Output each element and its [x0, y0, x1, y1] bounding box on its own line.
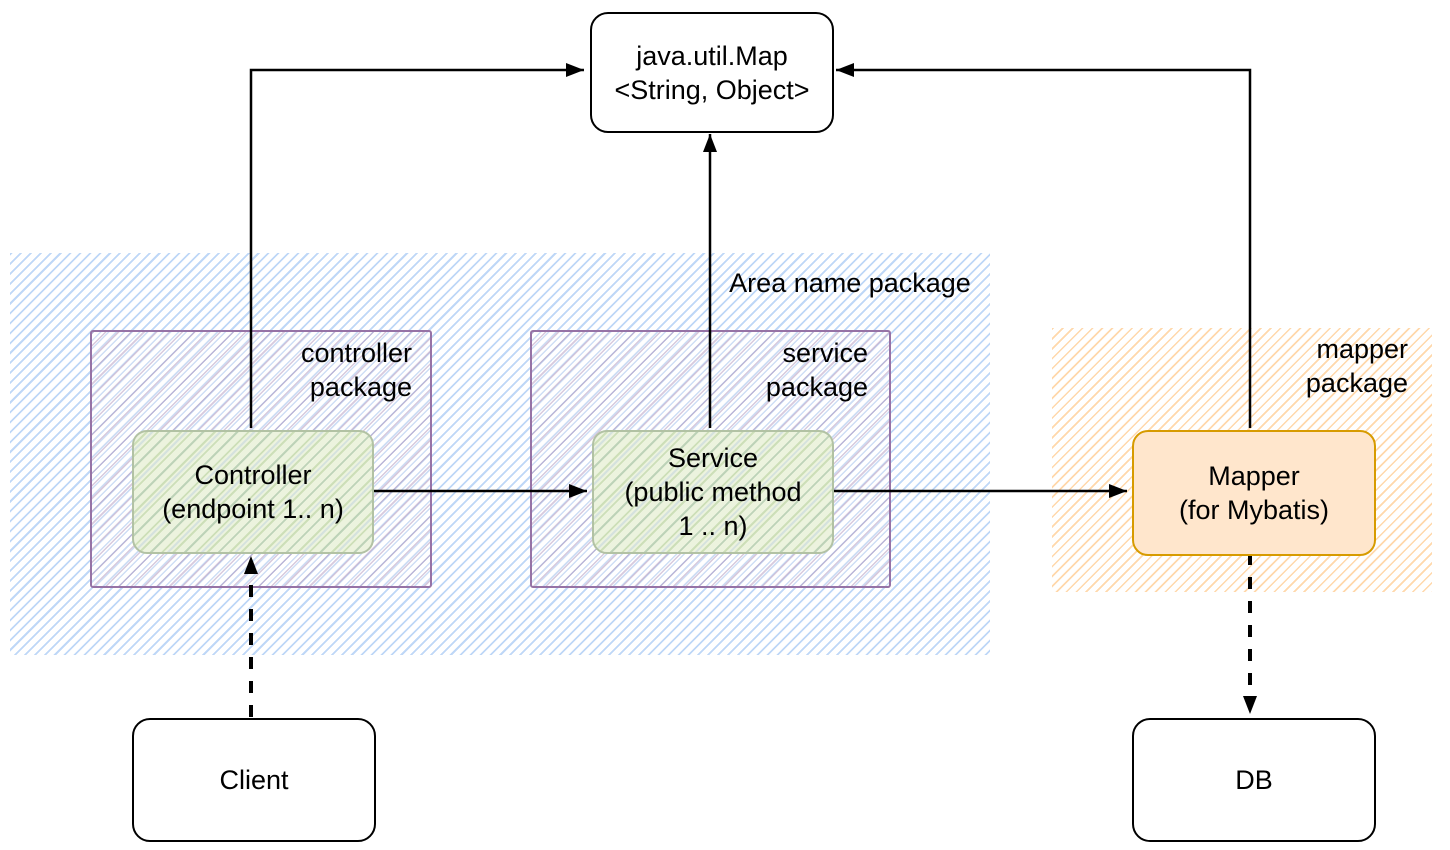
service-node-line3: 1 .. n) [678, 511, 748, 541]
db-node: DB [1132, 718, 1376, 842]
controller-node-line2: (endpoint 1.. n) [162, 494, 344, 524]
service-package-label-line2: package [765, 372, 868, 402]
mapper-node-line2: (for Mybatis) [1178, 495, 1330, 525]
mapper-package-label-line2: package [1305, 368, 1408, 398]
client-node-label: Client [219, 765, 289, 795]
controller-node: Controller (endpoint 1.. n) [132, 430, 374, 554]
java-util-map-line2: <String, Object> [614, 74, 810, 105]
service-node-line1: Service [667, 443, 759, 473]
db-node-label: DB [1235, 765, 1273, 795]
service-package-label-line1: service [782, 338, 868, 368]
mapper-package-label-line1: mapper [1316, 334, 1408, 364]
java-util-map-node: java.util.Map <String, Object> [590, 12, 834, 133]
controller-package-label: controller package [212, 336, 412, 404]
mapper-node-line1: Mapper [1208, 461, 1300, 491]
controller-node-line1: Controller [194, 460, 312, 490]
controller-package-label-line1: controller [300, 338, 412, 368]
mapper-node: Mapper (for Mybatis) [1132, 430, 1376, 556]
controller-package-label-line2: package [309, 372, 412, 402]
client-node: Client [132, 718, 376, 842]
service-node: Service (public method 1 .. n) [592, 430, 834, 554]
java-util-map-line1: java.util.Map [636, 40, 788, 71]
mapper-package-label: mapper package [1208, 332, 1408, 400]
service-node-line2: (public method [624, 477, 802, 507]
service-package-label: service package [668, 336, 868, 404]
area-package-label: Area name package [729, 268, 971, 298]
